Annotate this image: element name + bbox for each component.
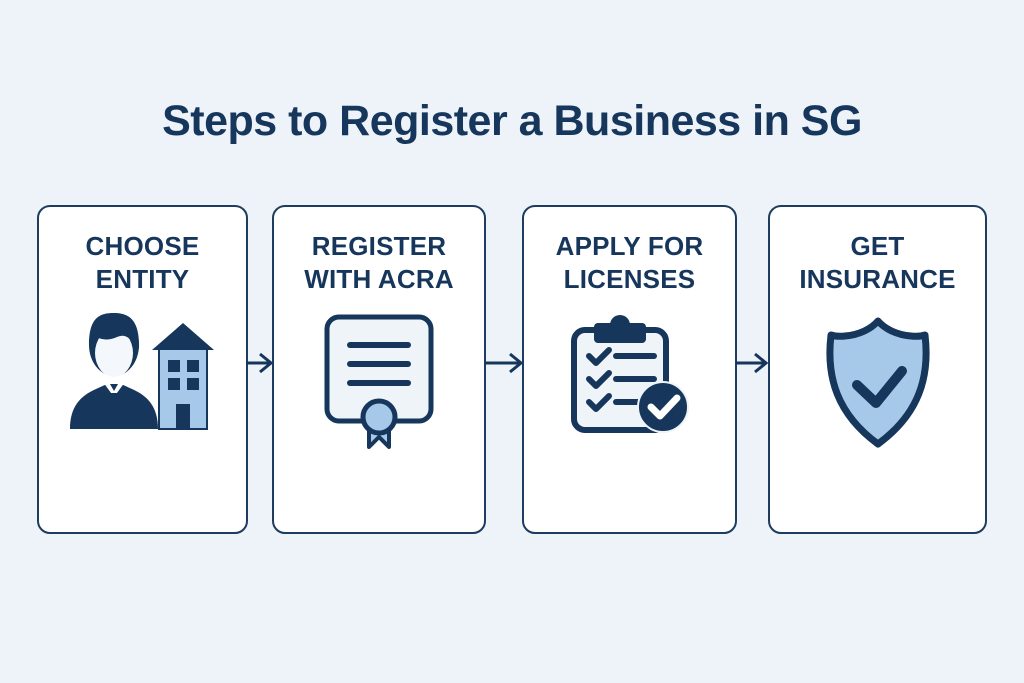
page-title: Steps to Register a Business in SG [162, 97, 862, 145]
step-card-register-acra: REGISTER WITH ACRA [272, 205, 486, 534]
arrow-right-icon [736, 350, 769, 376]
step-label-line1: APPLY FOR [555, 231, 704, 261]
shield-graphic [825, 317, 930, 448]
shield-check-icon [770, 315, 985, 448]
step-label-line1: CHOOSE [85, 231, 200, 261]
step-card-apply-licenses: APPLY FOR LICENSES [522, 205, 737, 534]
arrow-right-icon [485, 350, 524, 376]
step-label-line1: REGISTER [311, 231, 447, 261]
step-label-line1: GET [850, 231, 905, 261]
certificate-ribbon-icon [274, 314, 484, 451]
step-label-line2: INSURANCE [799, 264, 956, 294]
step-label-line2: WITH ACRA [304, 264, 454, 294]
step-card-choose-entity: CHOOSE ENTITY [37, 205, 248, 534]
clipboard-graphic [570, 315, 689, 433]
businessman-building-icon [39, 311, 246, 430]
step-label: GET INSURANCE [770, 230, 985, 296]
step-card-get-insurance: GET INSURANCE [768, 205, 987, 534]
certificate-graphic [324, 314, 434, 449]
step-label-line2: LICENSES [563, 264, 696, 294]
businessman-building-graphic [70, 313, 214, 430]
clipboard-checklist-icon [524, 313, 735, 435]
arrow-right-icon [246, 350, 274, 376]
step-label: APPLY FOR LICENSES [524, 230, 735, 296]
step-label: CHOOSE ENTITY [39, 230, 246, 296]
step-label-line2: ENTITY [95, 264, 190, 294]
step-label: REGISTER WITH ACRA [274, 230, 484, 296]
